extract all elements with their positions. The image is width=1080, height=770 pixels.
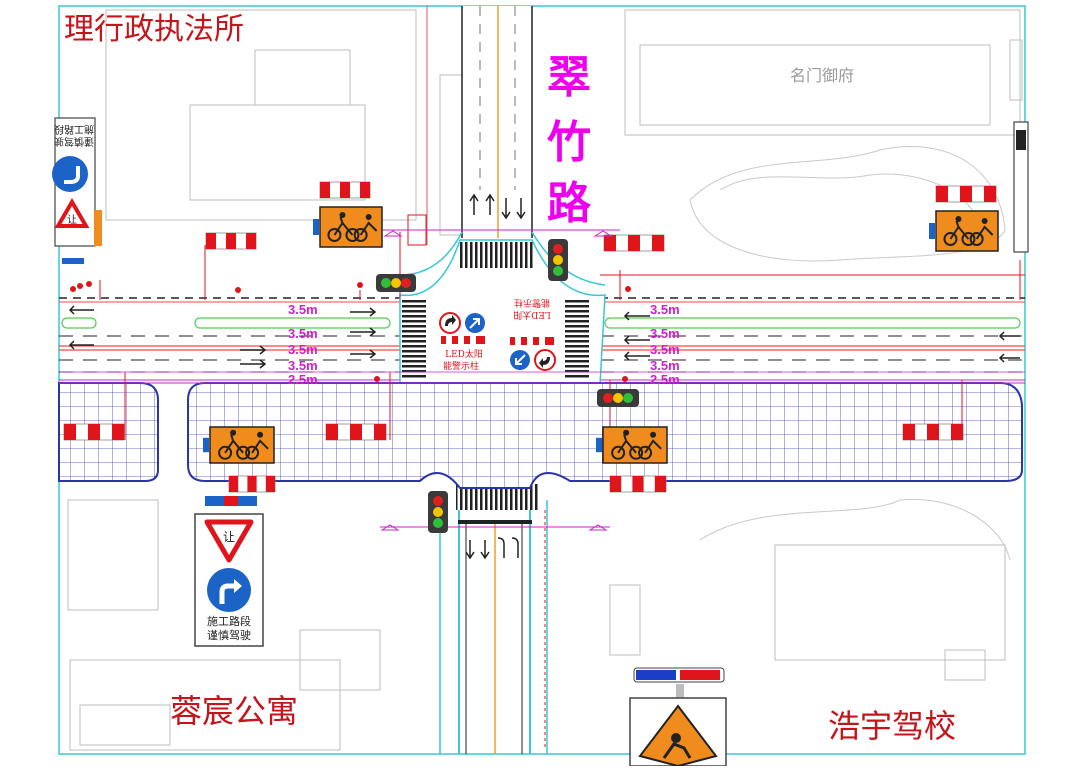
barrier-5 bbox=[63, 423, 125, 441]
place-south-west: 蓉宸公寓 bbox=[170, 692, 298, 730]
lane-dimensions-east: 3.5m3.5m3.5m3.5m2.5m bbox=[650, 302, 680, 387]
north-road bbox=[426, 6, 533, 245]
lane-width-west-3: 3.5m bbox=[288, 342, 318, 357]
sign-panel-top-left: 施工路段 谨慎驾驶 让 bbox=[52, 117, 102, 264]
led-sign-east-label-1: LED太阳 bbox=[513, 309, 551, 321]
orange-sign-group bbox=[203, 206, 999, 464]
top-left-sign-text-1: 施工路段 bbox=[54, 123, 94, 136]
tree-markers bbox=[70, 281, 631, 382]
lane-width-west-1: 3.5m bbox=[288, 302, 318, 317]
background-buildings bbox=[67, 9, 1023, 751]
sign-panel-right-edge bbox=[1013, 121, 1029, 253]
work-zone-text-2: 谨慎驾驶 bbox=[207, 628, 251, 642]
barrier-4 bbox=[935, 185, 997, 203]
barrier-6 bbox=[325, 423, 387, 441]
sign-column-south-west: 让 施工路段 谨慎驾驶 bbox=[194, 496, 264, 647]
led-sign-east-label-2: 能警示柱 bbox=[514, 297, 550, 309]
lane-width-east-4: 3.5m bbox=[650, 358, 680, 373]
crosswalk-north bbox=[458, 242, 534, 268]
led-sign-label-2: 能警示柱 bbox=[443, 360, 479, 372]
road-name-char-2: 竹 bbox=[547, 117, 591, 168]
traffic-light-north-west bbox=[376, 274, 416, 292]
lane-width-west-5: 2.5m bbox=[288, 372, 318, 387]
construction-sign-south-east bbox=[629, 667, 727, 768]
top-left-sign-text-2: 谨慎驾驶 bbox=[54, 135, 94, 148]
led-sign-west: LED太阳 能警示柱 bbox=[439, 312, 485, 372]
green-area-contours bbox=[689, 146, 1011, 561]
barrier-1 bbox=[319, 181, 371, 199]
sidewalk-paving bbox=[58, 382, 1025, 489]
lane-width-east-5: 2.5m bbox=[650, 372, 680, 387]
work-zone-text-1: 施工路段 bbox=[207, 614, 251, 628]
lane-dimensions-west: 3.5m3.5m3.5m3.5m2.5m bbox=[288, 302, 318, 387]
crosswalk-east bbox=[565, 298, 589, 380]
lane-width-east-1: 3.5m bbox=[650, 302, 680, 317]
barrier-group bbox=[63, 181, 997, 493]
crosswalk-west bbox=[402, 300, 426, 380]
traffic-light-south-west bbox=[428, 491, 448, 533]
orange-warning-sign-4 bbox=[596, 426, 668, 464]
pedestrian-crossing-markers bbox=[380, 230, 613, 531]
yield-sign-text: 让 bbox=[223, 530, 235, 544]
lane-width-east-2: 3.5m bbox=[650, 326, 680, 341]
barrier-7 bbox=[902, 423, 964, 441]
lane-width-west-4: 3.5m bbox=[288, 358, 318, 373]
barrier-9 bbox=[609, 475, 667, 493]
road-name: 翠 竹 路 bbox=[547, 52, 592, 229]
barrier-3 bbox=[603, 234, 665, 252]
place-north-west: 理行政执法所 bbox=[64, 12, 244, 47]
orange-warning-sign-1 bbox=[313, 206, 383, 248]
orange-warning-sign-3 bbox=[203, 426, 275, 464]
traffic-light-south-east bbox=[597, 389, 639, 407]
barrier-8 bbox=[228, 475, 276, 493]
traffic-light-north-east bbox=[548, 239, 568, 281]
top-left-yield-text: 让 bbox=[67, 214, 77, 226]
road-name-char-3: 路 bbox=[547, 178, 592, 229]
led-sign-east: LED太阳 能警示柱 bbox=[510, 297, 556, 371]
place-south-east: 浩宇驾校 bbox=[828, 707, 956, 745]
road-name-char-1: 翠 bbox=[547, 52, 591, 103]
lane-width-east-3: 3.5m bbox=[650, 342, 680, 357]
south-road bbox=[439, 500, 548, 754]
guide-lines bbox=[60, 229, 1025, 528]
place-north-east: 名门御府 bbox=[790, 66, 854, 85]
lane-width-west-2: 3.5m bbox=[288, 326, 318, 341]
orange-warning-sign-2 bbox=[929, 210, 999, 252]
barrier-2 bbox=[205, 232, 257, 250]
led-sign-label-1: LED太阳 bbox=[445, 348, 483, 360]
